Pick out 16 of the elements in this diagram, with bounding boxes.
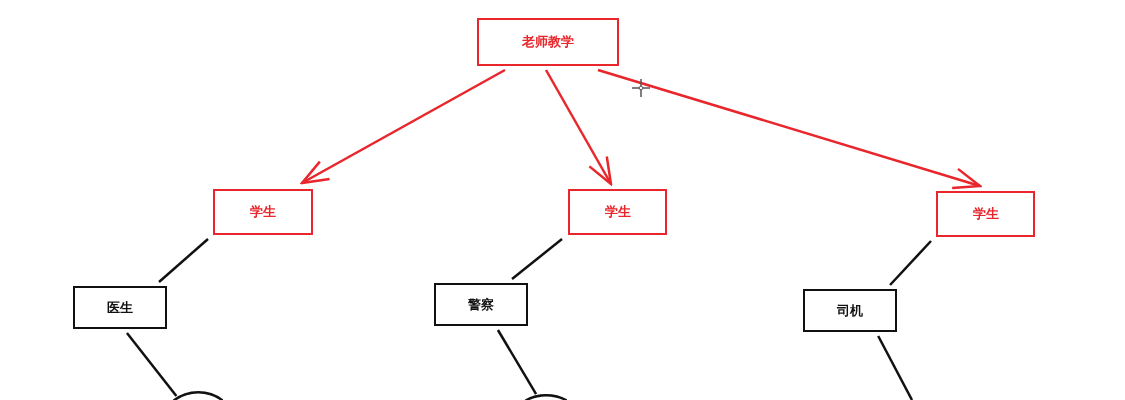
arrow: [597, 68, 982, 190]
label-box: 学生: [936, 191, 1035, 237]
label-box: 学生: [568, 189, 667, 235]
label-box: 司机: [803, 289, 897, 332]
connector-line: [511, 238, 563, 280]
label-box: 警察: [434, 283, 528, 326]
label-box: 老师教学: [477, 18, 619, 66]
arrow: [300, 68, 506, 185]
connector-line: [877, 335, 914, 400]
connector-line: [889, 240, 932, 286]
label-box: 医生: [73, 286, 167, 329]
label-box: 学生: [213, 189, 313, 235]
connector-line: [496, 329, 538, 395]
connector-line: [125, 332, 178, 397]
arrow: [544, 69, 613, 186]
connector-line: [158, 238, 209, 283]
